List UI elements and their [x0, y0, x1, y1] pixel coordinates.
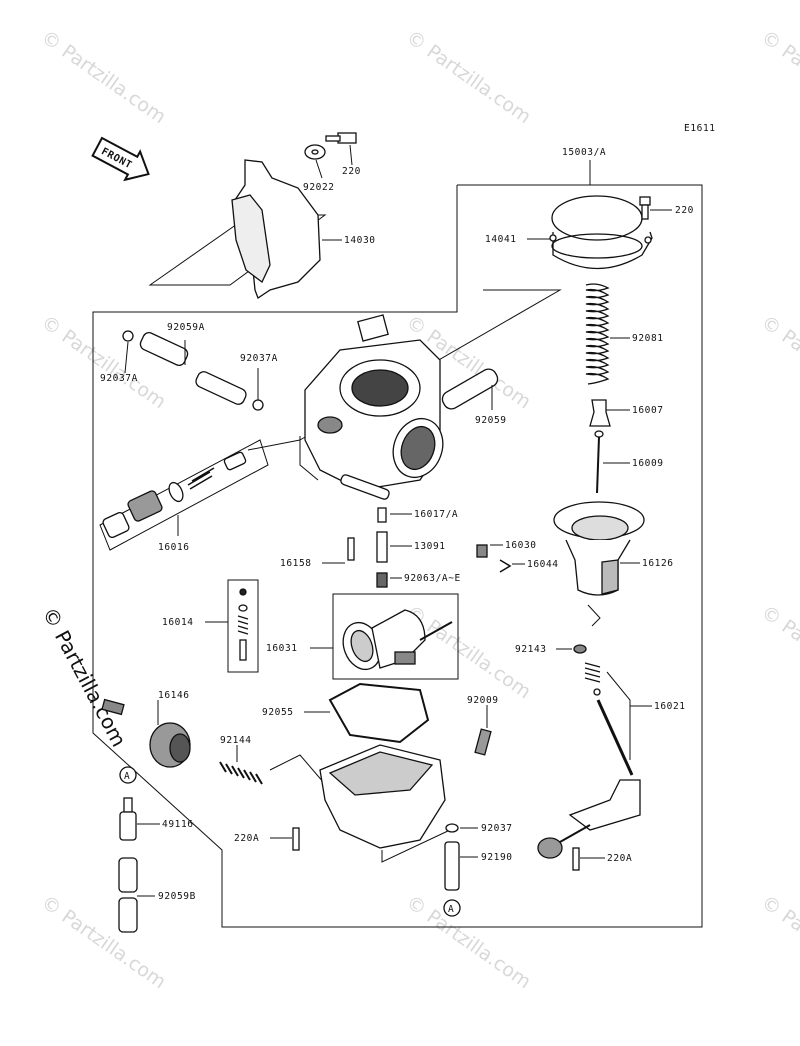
part-16014: 16014: [162, 579, 259, 673]
watermark: © Partzilla.com: [757, 26, 800, 128]
front-arrow-icon: FRONT: [91, 136, 150, 182]
label-92009: 92009: [467, 695, 499, 706]
watermark: © Partzilla.com: [37, 26, 170, 128]
label-92059: 92059: [475, 415, 507, 426]
label-92059A: 92059A: [167, 322, 205, 333]
part-16126-slide: 16126: [553, 501, 674, 627]
label-16017A: 16017/A: [414, 509, 458, 520]
label-15003A: 15003/A: [562, 147, 606, 158]
label-16014: 16014: [162, 617, 194, 628]
part-16016-assembly: 16016: [99, 439, 269, 553]
part-16021: 16021 220A: [537, 662, 686, 871]
ref-a-bottom-label: A: [448, 904, 454, 915]
ref-a-top-label: A: [124, 771, 130, 782]
clip-92037A-right: 92037A: [240, 353, 278, 411]
part-92063: 92063/A~E: [376, 572, 461, 588]
watermark: © Partzilla.com: [37, 311, 170, 413]
label-16021: 16021: [654, 701, 686, 712]
label-92143: 92143: [515, 644, 547, 655]
part-13091: 13091: [376, 531, 446, 563]
label-13091: 13091: [414, 541, 446, 552]
label-220A-right: 220A: [607, 853, 632, 864]
label-92144: 92144: [220, 735, 252, 746]
part-92190: 92190: [444, 841, 513, 891]
carburetor-body: [299, 314, 444, 500]
part-92009: 92009: [467, 695, 499, 756]
watermark: © Partzilla.com: [757, 891, 800, 993]
assembly-outline: [92, 184, 703, 928]
spring-92081: 92081: [585, 283, 664, 385]
clip-92037A-left: 92037A: [100, 330, 138, 384]
part-16146: 16146: [101, 690, 191, 768]
part-92144-spring: 92144: [219, 735, 263, 785]
watermark-large: © Partzilla.com: [38, 603, 132, 751]
float-bowl: [269, 744, 451, 863]
part-92037: 92037: [445, 823, 513, 834]
label-16009: 16009: [632, 458, 664, 469]
part-16017A-jet: 16017/A: [377, 507, 458, 523]
label-49116: 49116: [162, 819, 194, 830]
watermark: © Partzilla.com: [402, 26, 535, 128]
bolt-220-top: 220: [325, 132, 361, 177]
label-16044: 16044: [527, 559, 559, 570]
label-92037: 92037: [481, 823, 513, 834]
watermark: © Partzilla.com: [402, 891, 535, 993]
screw-220A-left: 220A: [234, 827, 300, 851]
label-92037A-left: 92037A: [100, 373, 138, 384]
label-92190: 92190: [481, 852, 513, 863]
pipe-92059A: 92059A: [139, 322, 247, 405]
label-92037A-right: 92037A: [240, 353, 278, 364]
label-14041: 14041: [485, 234, 517, 245]
label-16030: 16030: [505, 540, 537, 551]
label-220-top: 220: [342, 166, 361, 177]
label-16007: 16007: [632, 405, 664, 416]
part-14030-cover: 14030: [148, 159, 376, 299]
label-92081: 92081: [632, 333, 664, 344]
pipe-92059: 92059: [441, 368, 507, 426]
ref-marker-a-top: A: [119, 766, 137, 784]
part-92055-gasket: 92055: [262, 682, 430, 744]
label-16016: 16016: [158, 542, 190, 553]
label-16031: 16031: [266, 643, 298, 654]
label-16126: 16126: [642, 558, 674, 569]
label-16146: 16146: [158, 690, 190, 701]
watermark: © Partzilla.com: [757, 601, 800, 703]
ref-marker-a-bottom: A: [443, 899, 461, 917]
part-16030: 16030: [476, 540, 537, 558]
label-14030: 14030: [344, 235, 376, 246]
part-16044: 16044: [499, 559, 559, 573]
part-49116: 49116: [119, 797, 194, 841]
leader-line: [247, 439, 301, 451]
label-220A-left: 220A: [234, 833, 259, 844]
washer-92022: 92022: [303, 144, 335, 193]
label-92022: 92022: [303, 182, 335, 193]
label-92063AE: 92063/A~E: [404, 573, 461, 584]
label-92059B: 92059B: [158, 891, 196, 902]
part-16009-needle: 16009: [594, 430, 664, 494]
watermark: © Partzilla.com: [37, 891, 170, 993]
part-16007-retainer: 16007: [589, 399, 664, 427]
label-16158: 16158: [280, 558, 312, 569]
watermark: © Partzilla.com: [757, 311, 800, 413]
label-220-cap: 220: [675, 205, 694, 216]
part-16158: 16158: [280, 537, 355, 569]
label-92055: 92055: [262, 707, 294, 718]
screw-220-cap: 220: [639, 196, 694, 220]
part-16031: 16031: [266, 593, 459, 680]
part-92143: 92143: [515, 644, 587, 655]
diagram-code: E1611: [684, 123, 716, 134]
part-14041-cap: 14041: [485, 195, 653, 270]
part-92059B: 92059B: [118, 857, 196, 933]
